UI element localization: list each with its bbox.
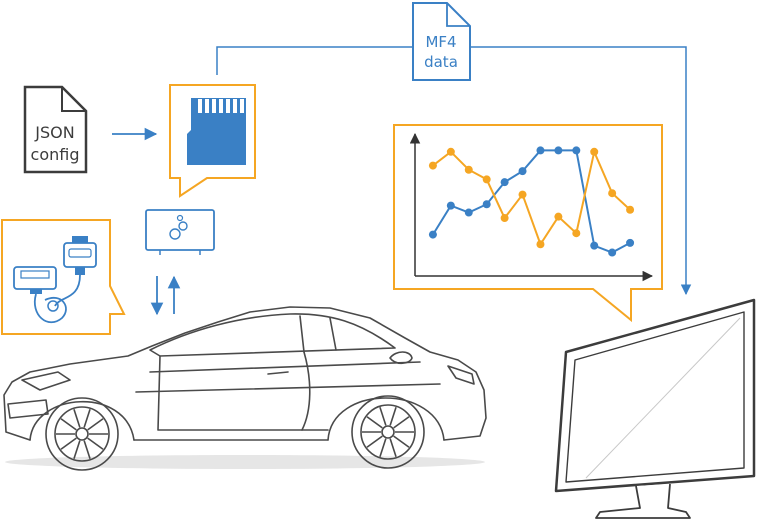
series-0-point [500,178,509,187]
series-1-line [432,148,631,247]
series-1-point [482,175,491,184]
wheel-spoke [60,437,77,450]
series-0-point [518,167,527,176]
series-0-point [464,208,473,217]
chart-callout [393,124,663,323]
document-icon [412,2,471,81]
json-config-document: JSON config [23,85,88,174]
connector-callout [1,219,126,335]
chart-plot [428,146,635,257]
car-wheels [45,395,425,471]
monitor-icon [554,298,756,519]
wheel-spoke [83,440,91,459]
series-1-point [518,190,527,199]
car-icon [3,306,487,469]
wheel-spoke [393,416,410,429]
wheel-spoke [87,437,104,450]
series-0-point [626,238,635,247]
series-0-point [536,146,545,155]
series-0-point [446,201,455,210]
wheel-spoke [60,418,77,431]
series-1-point [536,240,545,249]
wheel-spoke [389,407,397,426]
document-icon [23,85,88,174]
logger-car-arrows [150,275,181,316]
wheel-spoke [73,440,81,459]
series-0-point [554,146,563,155]
wheel-spoke [87,418,104,431]
wheel-spoke [83,409,91,428]
series-0-point [608,248,617,257]
series-1-point [608,189,617,198]
series-1-point [626,205,635,214]
obd-connector-icon [13,236,97,324]
series-1-point [500,214,509,223]
series-0-point [428,230,437,239]
series-1-point [572,229,581,238]
wheel-spoke [393,435,410,448]
config-label: config [31,145,80,164]
wheel-spoke [73,409,81,428]
sd-card-callout [169,84,256,198]
series-0-point [572,146,581,155]
series-1-point [464,165,473,174]
mf4-label: MF4 [425,33,456,51]
series-1-point [554,212,563,221]
mf4-data-document: MF4 data [412,2,471,81]
data-label: data [424,53,458,71]
wheel-spoke [366,416,383,429]
data-logger-icon [145,209,215,255]
json-label: JSON [34,123,74,142]
series-1-point [446,147,455,156]
wheel-spoke [389,438,397,457]
series-0-point [482,200,491,209]
wheel-spoke [379,438,387,457]
series-1-point [590,147,599,156]
series-1-point [428,161,437,170]
sd-card-icon [187,98,246,165]
series-0-point [590,241,599,250]
wheel-spoke [366,435,383,448]
wheel-spoke [379,407,387,426]
mf4-flow-lines [216,46,692,296]
